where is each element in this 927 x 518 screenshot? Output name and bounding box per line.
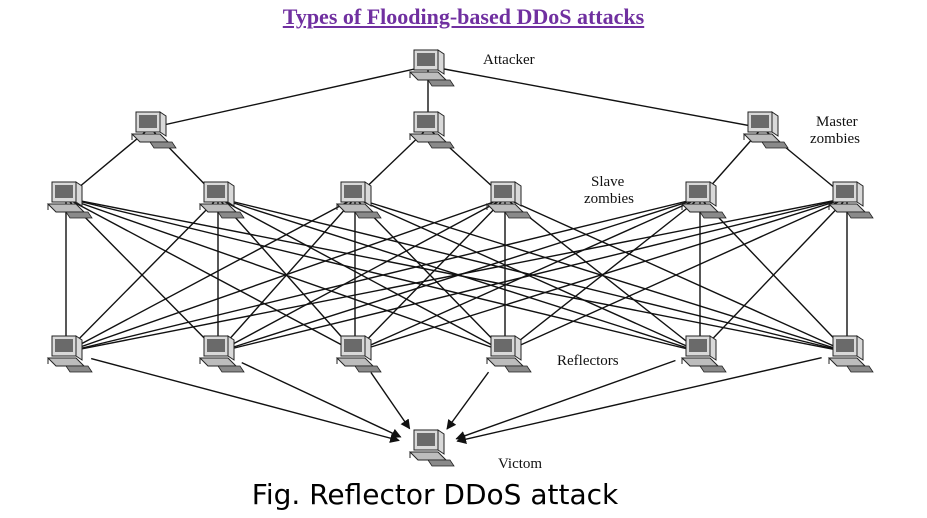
reflector-computer-icon-3 (485, 335, 532, 373)
slave-reflector-link-5-2 (354, 197, 848, 353)
figure-caption: Fig. Reflector DDoS attack (251, 478, 619, 511)
attacker-label: Attacker (483, 52, 535, 68)
reflector-victim-arrow-2 (370, 372, 411, 430)
reflector-computer-icon-0 (46, 335, 93, 373)
victim-label: Victom (498, 456, 542, 472)
ddos-network-diagram: Attacker Master zombies Slave zombies Re… (46, 49, 874, 472)
master-zombie-computer-icon-2 (742, 111, 789, 149)
master-zombies-label-line1: Master (816, 114, 858, 130)
reflector-computer-icon-1 (198, 335, 245, 373)
slave-reflector-link-4-0 (65, 197, 701, 353)
slave-zombie-computer-icon-4 (680, 181, 727, 219)
slave-reflector-link-3-2 (354, 197, 506, 353)
slave-reflector-link-1-0 (65, 197, 219, 353)
attack-arrows (90, 357, 822, 444)
reflector-victim-arrow-0 (90, 357, 400, 443)
slave-zombie-computer-icon-0 (46, 181, 93, 219)
slave-zombie-computer-icon-3 (485, 181, 532, 219)
reflector-victim-arrow-5 (456, 357, 822, 444)
slave-zombies-label-line2: zombies (584, 191, 634, 207)
reflector-computer-icon-4 (680, 335, 727, 373)
victim-computer-icon (408, 429, 455, 467)
reflector-victim-arrow-1 (241, 361, 402, 438)
reflectors-label: Reflectors (557, 353, 619, 369)
connection-lines (65, 65, 848, 353)
attacker-master-link-2 (427, 65, 763, 129)
slave-reflector-link-5-1 (217, 197, 848, 353)
slave-zombie-computer-icon-1 (198, 181, 245, 219)
reflector-computer-icon-5 (827, 335, 874, 373)
reflector-victim-arrow-4 (455, 359, 676, 441)
reflector-computer-icon-2 (335, 335, 382, 373)
master-zombie-computer-icon-0 (130, 111, 177, 149)
slave-reflector-link-5-4 (699, 197, 848, 353)
slave-zombies-label-line1: Slave (591, 174, 625, 190)
attacker-master-link-0 (149, 65, 429, 129)
slave-reflector-link-5-0 (65, 197, 848, 353)
page-title: Types of Flooding-based DDoS attacks (282, 4, 645, 29)
slave-reflector-link-5-3 (504, 197, 848, 353)
slave-reflector-link-3-1 (217, 197, 506, 353)
master-zombies-label-line2: zombies (810, 131, 860, 147)
master-zombie-computer-icon-1 (408, 111, 455, 149)
slave-reflector-link-2-0 (65, 197, 356, 353)
attacker-computer-icon (408, 49, 455, 87)
slave-zombie-computer-icon-5 (827, 181, 874, 219)
slave-zombie-computer-icon-2 (335, 181, 382, 219)
computer-nodes (46, 49, 874, 467)
slave-reflector-link-3-0 (65, 197, 506, 353)
reflector-victim-arrow-3 (446, 371, 490, 430)
slave-reflector-link-4-2 (354, 197, 701, 353)
